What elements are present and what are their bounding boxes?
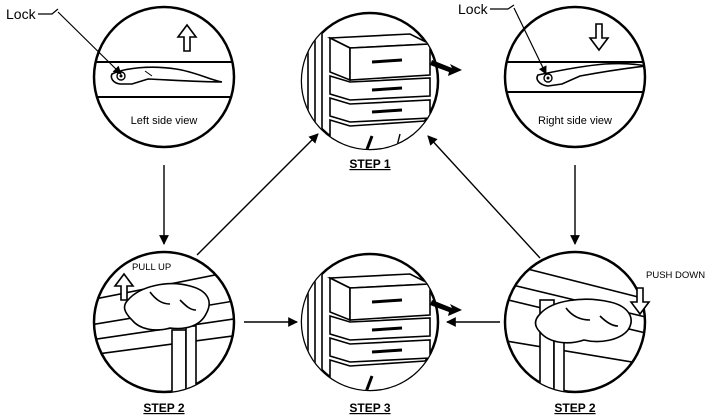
left-side-view-circle: Left side view xyxy=(92,5,236,149)
pull-arrow-icon xyxy=(430,60,462,76)
step1-label: STEP 1 xyxy=(349,157,390,171)
lock-pointer-right xyxy=(513,7,547,75)
pull-up-arrow-icon xyxy=(113,272,135,301)
push-down-label: PUSH DOWN xyxy=(646,270,705,281)
step3-label: STEP 3 xyxy=(349,401,390,415)
down-arrow-icon xyxy=(588,23,610,52)
up-arrow-icon xyxy=(176,23,198,52)
pull-arrow-icon xyxy=(430,300,462,316)
lock-lever-icon xyxy=(110,66,223,85)
pull-up-label: PULL UP xyxy=(132,262,171,273)
step2-pull-up-circle: PULL UP STEP 2 xyxy=(92,250,236,415)
lock-label-left: Lock xyxy=(6,6,37,22)
step2-right-label: STEP 2 xyxy=(554,401,595,415)
lock-label-right: Lock xyxy=(458,1,489,17)
lock-leader-left xyxy=(38,8,59,15)
right-side-view-label: Right side view xyxy=(538,115,612,127)
push-down-arrow-icon xyxy=(629,287,651,316)
lock-pointer-left xyxy=(57,11,122,75)
arrow-step2-right-to-step1 xyxy=(427,135,541,259)
step2-left-label: STEP 2 xyxy=(143,401,184,415)
step2-push-down-circle: PUSH DOWN STEP 2 xyxy=(503,250,705,415)
step3-circle: STEP 3 xyxy=(300,252,462,415)
lock-lever-icon xyxy=(536,62,645,87)
lock-leader-right xyxy=(490,4,515,10)
left-side-view-label: Left side view xyxy=(131,115,198,127)
right-side-view-circle: Right side view xyxy=(503,5,647,149)
arrow-step2-left-to-step1 xyxy=(196,133,319,256)
flow-arrows xyxy=(159,133,580,327)
